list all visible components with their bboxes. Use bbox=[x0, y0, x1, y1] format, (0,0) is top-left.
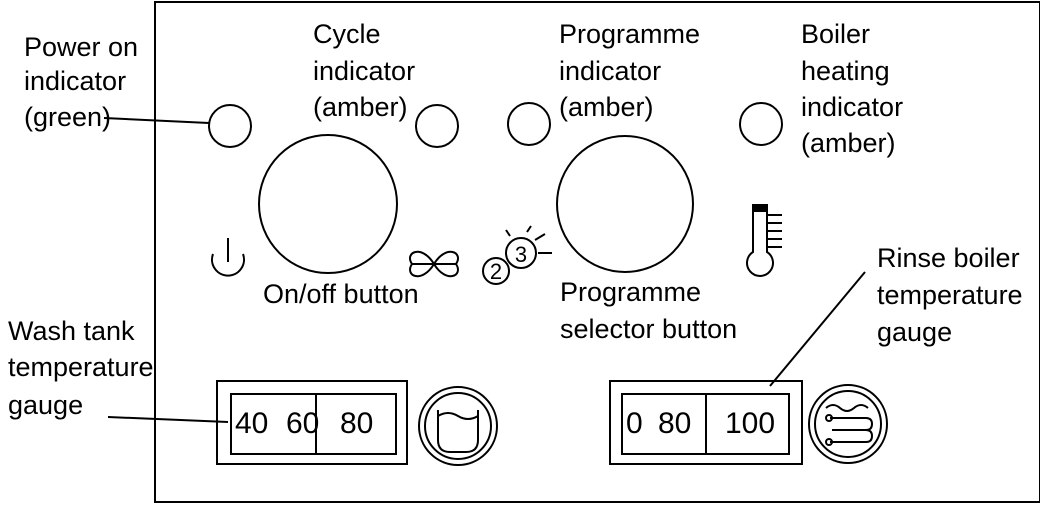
wash-gauge-value-2: 60 bbox=[286, 407, 319, 440]
rinse-gauge-leader bbox=[769, 271, 866, 387]
programme-icon: 2 3 bbox=[482, 225, 552, 285]
rinse-gauge-label-1: Rinse boiler bbox=[877, 243, 1020, 273]
power-indicator-label-3: (green) bbox=[24, 102, 111, 132]
rinse-boiler-temperature-gauge: 0 80 100 bbox=[609, 380, 803, 465]
programme-indicator bbox=[507, 102, 551, 146]
cycle-indicator-label-2: indicator bbox=[313, 56, 415, 86]
thermometer-icon bbox=[746, 204, 782, 277]
cycle-indicator-label-1: Cycle bbox=[313, 19, 381, 49]
programme-number-2: 2 bbox=[490, 259, 502, 284]
boiler-indicator-label-4: (amber) bbox=[801, 128, 896, 158]
power-indicator-label-2: indicator bbox=[24, 66, 126, 96]
programme-indicator-label-3: (amber) bbox=[559, 92, 654, 122]
wash-gauge-leader bbox=[107, 416, 229, 423]
programme-indicator-label-2: indicator bbox=[559, 56, 661, 86]
boiler-indicator-label-1: Boiler bbox=[801, 19, 870, 49]
wash-gauge-label-3: gauge bbox=[8, 390, 83, 420]
power-icon bbox=[211, 238, 245, 277]
wash-gauge-label-1: Wash tank bbox=[8, 316, 135, 346]
power-indicator-label-1: Power on bbox=[24, 32, 138, 62]
cycle-indicator bbox=[415, 104, 459, 148]
programme-number-3: 3 bbox=[515, 242, 527, 267]
wash-tank-temperature-gauge: 40 60 80 bbox=[216, 380, 408, 465]
rinse-gauge-label-2: temperature bbox=[877, 280, 1023, 310]
programme-selector-button[interactable] bbox=[556, 135, 694, 273]
wash-gauge-value-3: 80 bbox=[340, 407, 373, 440]
cycle-indicator-label-3: (amber) bbox=[313, 92, 408, 122]
power-indicator-leader bbox=[103, 117, 210, 124]
programme-selector-label-1: Programme bbox=[560, 277, 701, 307]
wash-gauge-label-2: temperature bbox=[8, 352, 154, 382]
rinse-gauge-value-1: 0 bbox=[626, 407, 643, 440]
rinse-gauge-label-3: gauge bbox=[877, 317, 952, 347]
boiler-indicator-label-2: heating bbox=[801, 56, 890, 86]
fan-icon bbox=[409, 251, 459, 277]
on-off-button-label: On/off button bbox=[263, 279, 419, 309]
on-off-button[interactable] bbox=[258, 134, 398, 274]
boiler-indicator-label-3: indicator bbox=[801, 92, 903, 122]
control-panel bbox=[154, 1, 1040, 503]
programme-selector-label-2: selector button bbox=[560, 314, 737, 344]
wash-tank-icon bbox=[418, 386, 498, 466]
boiler-heating-indicator bbox=[739, 102, 783, 146]
rinse-boiler-icon bbox=[808, 384, 888, 464]
rinse-gauge-value-3: 100 bbox=[725, 407, 775, 440]
programme-indicator-label-1: Programme bbox=[559, 19, 700, 49]
rinse-gauge-value-2: 80 bbox=[658, 407, 691, 440]
power-on-indicator bbox=[208, 104, 252, 148]
wash-gauge-value-1: 40 bbox=[235, 407, 268, 440]
